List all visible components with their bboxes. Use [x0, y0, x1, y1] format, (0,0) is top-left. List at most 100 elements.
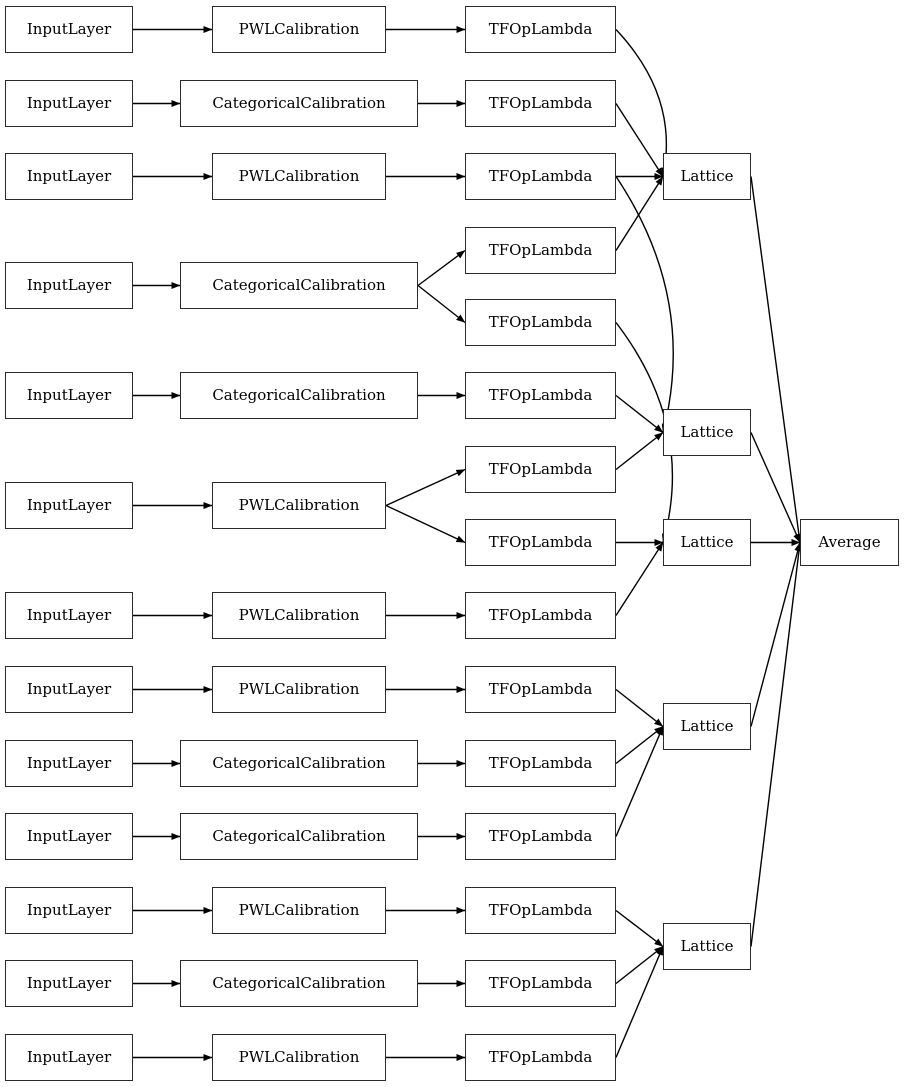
node-tf6[interactable]: TFOpLambda	[465, 372, 616, 419]
node-in2[interactable]: InputLayer	[5, 80, 133, 127]
node-label: InputLayer	[26, 94, 112, 112]
node-in11[interactable]: InputLayer	[5, 887, 133, 934]
node-cal4[interactable]: CategoricalCalibration	[180, 262, 418, 309]
edge-lat5-to-avg	[750, 542, 803, 947]
node-label: Lattice	[680, 717, 734, 735]
node-label: InputLayer	[26, 276, 112, 294]
node-label: PWLCalibration	[238, 606, 360, 624]
node-in13[interactable]: InputLayer	[5, 1034, 133, 1081]
node-cal11[interactable]: PWLCalibration	[212, 887, 386, 934]
node-tf12[interactable]: TFOpLambda	[465, 813, 616, 860]
node-tf13[interactable]: TFOpLambda	[465, 887, 616, 934]
node-in10[interactable]: InputLayer	[5, 813, 133, 860]
node-label: TFOpLambda	[488, 20, 593, 38]
edge-tf13-to-lat5	[615, 909, 664, 948]
node-tf7[interactable]: TFOpLambda	[465, 446, 616, 493]
node-label: Average	[818, 533, 881, 551]
node-tf14[interactable]: TFOpLambda	[465, 960, 616, 1007]
node-label: InputLayer	[26, 901, 112, 919]
edge-tf1-to-lat1	[615, 29, 669, 177]
node-in12[interactable]: InputLayer	[5, 960, 133, 1007]
node-tf11[interactable]: TFOpLambda	[465, 740, 616, 787]
node-label: TFOpLambda	[488, 827, 593, 845]
node-lat5[interactable]: Lattice	[663, 923, 751, 970]
node-cal9[interactable]: CategoricalCalibration	[180, 740, 418, 787]
node-tf9[interactable]: TFOpLambda	[465, 592, 616, 639]
node-label: PWLCalibration	[238, 680, 360, 698]
node-in6[interactable]: InputLayer	[5, 482, 133, 529]
node-in1[interactable]: InputLayer	[5, 6, 133, 53]
edge-cal6-to-tf7	[385, 468, 466, 507]
edge-tf11-to-lat4	[615, 725, 664, 765]
node-cal13[interactable]: PWLCalibration	[212, 1034, 386, 1081]
node-in9[interactable]: InputLayer	[5, 740, 133, 787]
node-label: InputLayer	[26, 974, 112, 992]
node-label: InputLayer	[26, 20, 112, 38]
edge-cal4-to-tf5	[417, 284, 466, 324]
node-tf3[interactable]: TFOpLambda	[465, 153, 616, 200]
node-label: Lattice	[680, 423, 734, 441]
edge-tf15-to-lat5	[615, 946, 664, 1058]
edge-lat2-to-avg	[750, 432, 801, 543]
node-label: CategoricalCalibration	[212, 94, 386, 112]
node-label: InputLayer	[26, 606, 112, 624]
node-label: InputLayer	[26, 754, 112, 772]
node-in3[interactable]: InputLayer	[5, 153, 133, 200]
edge-lat1-to-avg	[750, 176, 803, 543]
edge-cal4-to-tf4	[417, 249, 466, 287]
node-tf8[interactable]: TFOpLambda	[465, 519, 616, 566]
node-label: TFOpLambda	[488, 974, 593, 992]
node-tf1[interactable]: TFOpLambda	[465, 6, 616, 53]
node-lat1[interactable]: Lattice	[663, 153, 751, 200]
node-lat3[interactable]: Lattice	[663, 519, 751, 566]
node-label: TFOpLambda	[488, 901, 593, 919]
node-cal1[interactable]: PWLCalibration	[212, 6, 386, 53]
edge-tf4-to-lat1	[615, 176, 664, 251]
edge-tf14-to-lat5	[615, 945, 664, 985]
node-label: InputLayer	[26, 827, 112, 845]
node-tf10[interactable]: TFOpLambda	[465, 666, 616, 713]
node-label: TFOpLambda	[488, 606, 593, 624]
node-cal2[interactable]: CategoricalCalibration	[180, 80, 418, 127]
node-label: Lattice	[680, 533, 734, 551]
node-avg[interactable]: Average	[800, 519, 899, 566]
node-label: InputLayer	[26, 680, 112, 698]
node-cal7[interactable]: PWLCalibration	[212, 592, 386, 639]
node-tf4[interactable]: TFOpLambda	[465, 227, 616, 274]
node-label: PWLCalibration	[238, 167, 360, 185]
node-in8[interactable]: InputLayer	[5, 666, 133, 713]
node-in7[interactable]: InputLayer	[5, 592, 133, 639]
node-label: TFOpLambda	[488, 313, 593, 331]
node-cal8[interactable]: PWLCalibration	[212, 666, 386, 713]
node-label: Lattice	[680, 937, 734, 955]
node-tf2[interactable]: TFOpLambda	[465, 80, 616, 127]
node-label: CategoricalCalibration	[212, 276, 386, 294]
node-label: PWLCalibration	[238, 496, 360, 514]
node-in5[interactable]: InputLayer	[5, 372, 133, 419]
node-cal10[interactable]: CategoricalCalibration	[180, 813, 418, 860]
node-label: InputLayer	[26, 496, 112, 514]
node-label: PWLCalibration	[238, 1048, 360, 1066]
edge-cal6-to-tf8	[385, 504, 466, 544]
node-cal3[interactable]: PWLCalibration	[212, 153, 386, 200]
node-cal6[interactable]: PWLCalibration	[212, 482, 386, 529]
node-label: InputLayer	[26, 167, 112, 185]
node-label: TFOpLambda	[488, 754, 593, 772]
node-label: TFOpLambda	[488, 533, 593, 551]
node-cal12[interactable]: CategoricalCalibration	[180, 960, 418, 1007]
node-in4[interactable]: InputLayer	[5, 262, 133, 309]
node-label: TFOpLambda	[488, 94, 593, 112]
node-label: TFOpLambda	[488, 1048, 593, 1066]
node-lat4[interactable]: Lattice	[663, 703, 751, 750]
edge-tf3-to-lat2	[615, 176, 674, 433]
edge-tf9-to-lat3	[615, 542, 664, 616]
node-lat2[interactable]: Lattice	[663, 409, 751, 456]
node-tf15[interactable]: TFOpLambda	[465, 1034, 616, 1081]
edge-tf10-to-lat4	[615, 688, 664, 728]
edge-tf12-to-lat4	[615, 726, 664, 837]
edge-tf6-to-lat2	[615, 394, 664, 434]
node-cal5[interactable]: CategoricalCalibration	[180, 372, 418, 419]
node-tf5[interactable]: TFOpLambda	[465, 299, 616, 346]
